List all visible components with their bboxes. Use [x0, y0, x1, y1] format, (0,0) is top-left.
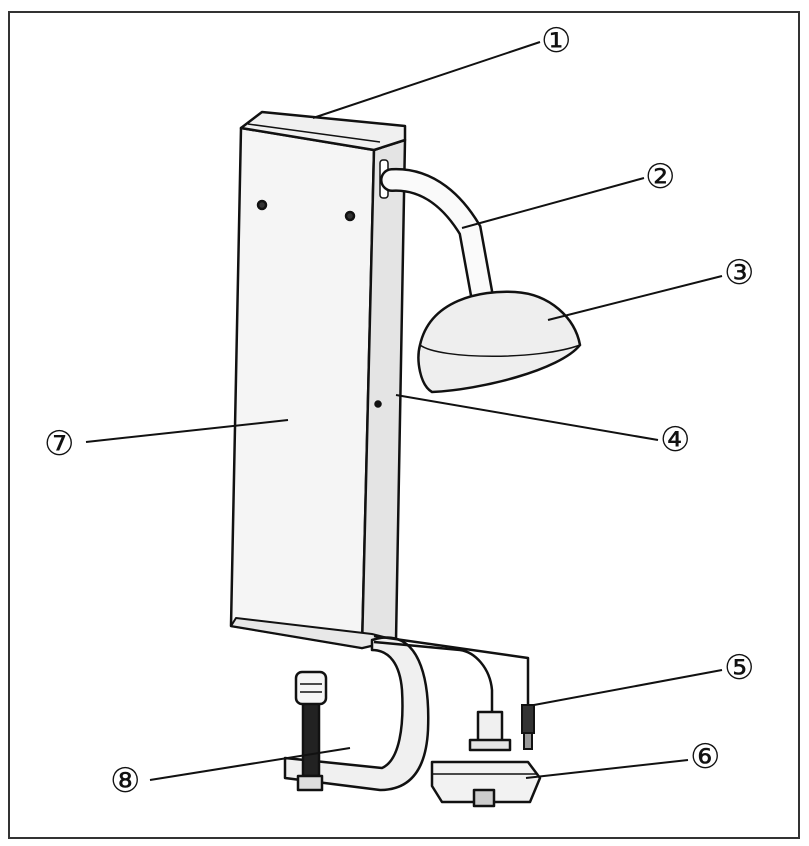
leader-lines: [85, 41, 723, 781]
leader-7: [85, 419, 289, 443]
clamp-bolt: [301, 698, 321, 778]
callout-6: ⑥: [690, 737, 721, 777]
callout-8: ⑧: [110, 761, 141, 801]
leader-8: [149, 747, 351, 781]
leader-2: [461, 177, 645, 229]
callout-7: ⑦: [44, 424, 75, 464]
connector: [521, 704, 535, 750]
mount-hole: [256, 199, 268, 211]
side-screw: [374, 400, 382, 408]
callout-1: ①: [541, 21, 572, 61]
diagram-border: [8, 11, 800, 839]
callout-5: ⑤: [724, 648, 755, 688]
leader-5: [533, 669, 723, 706]
leader-1: [312, 41, 541, 119]
mount-hole: [344, 210, 356, 222]
cable: [373, 634, 530, 712]
leader-6: [525, 759, 689, 779]
leader-3: [547, 275, 723, 321]
pipe-clip: [430, 710, 542, 808]
main-panel: [229, 110, 407, 650]
clamp-knob: [294, 670, 328, 706]
leader-4: [395, 394, 659, 441]
callout-3: ③: [724, 253, 755, 293]
c-clamp: [283, 636, 430, 792]
callout-2: ②: [645, 157, 676, 197]
clamp-nut: [296, 774, 324, 792]
lamp-shade: [417, 290, 582, 394]
gooseneck: [380, 167, 494, 308]
callout-4: ④: [660, 420, 691, 460]
